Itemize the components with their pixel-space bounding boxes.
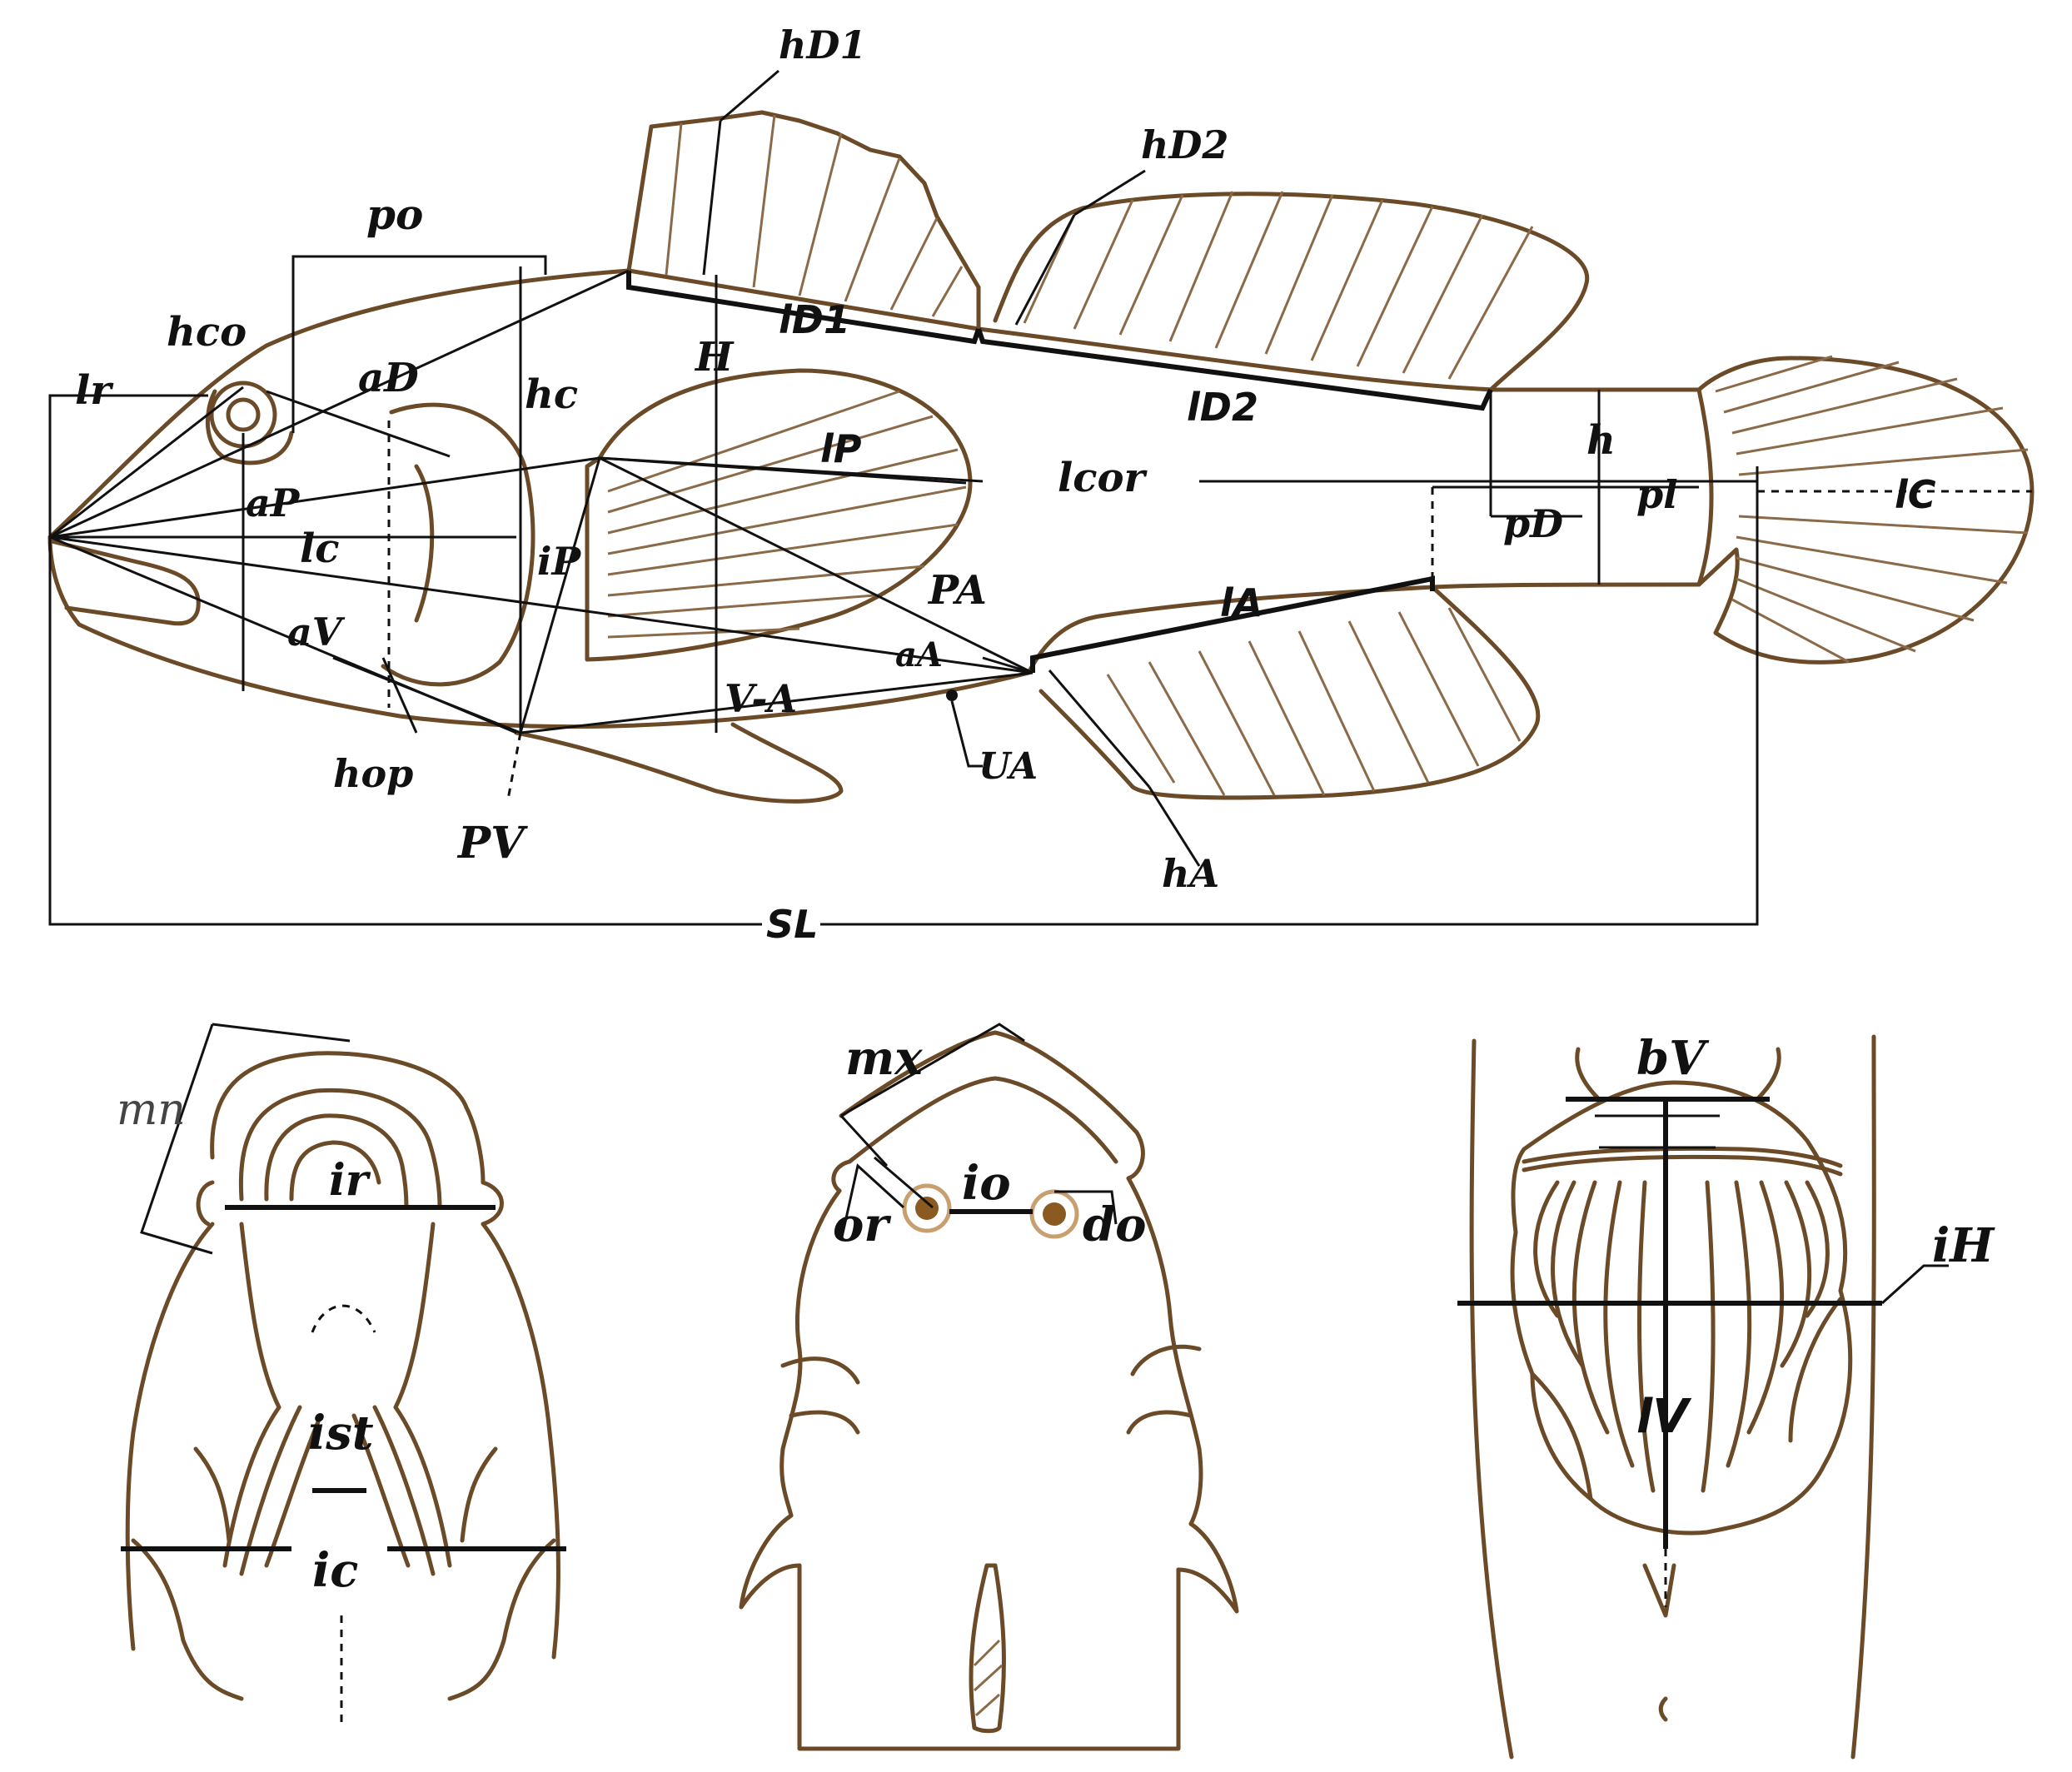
second-dorsal-fin: [993, 191, 1590, 392]
label-PV: PV: [456, 818, 528, 869]
label-lP: lP: [820, 426, 862, 471]
label-lr: lr: [75, 367, 114, 414]
dorsal-head-view: mx io or do: [739, 1023, 1239, 1751]
label-do: do: [1083, 1197, 1147, 1252]
label-aP: aP: [246, 480, 301, 525]
label-aV: aV: [287, 610, 346, 655]
pectoral-fin: [585, 368, 973, 662]
label-ir: ir: [329, 1155, 371, 1206]
right-pupil: [1043, 1202, 1066, 1226]
label-lD1: lD1: [779, 297, 850, 342]
left-eye-icon: [902, 1183, 952, 1233]
label-lc: lc: [300, 525, 339, 572]
label-hc: hc: [525, 371, 578, 418]
label-hA: hA: [1162, 851, 1219, 896]
label-iP: iP: [537, 539, 581, 584]
label-mn: mn: [117, 1085, 186, 1135]
anal-fin: [1026, 585, 1541, 800]
label-UA: UA: [979, 745, 1038, 788]
label-bV: bV: [1636, 1031, 1710, 1086]
label-pD: pD: [1503, 501, 1563, 546]
label-hop: hop: [333, 751, 413, 796]
caudal-fin: [1696, 355, 2035, 664]
label-V-A: V-A: [725, 676, 797, 721]
label-hD2: hD2: [1141, 122, 1228, 167]
label-ic: ic: [312, 1543, 358, 1598]
label-lV: lV: [1636, 1390, 1692, 1444]
lateral-labels: hD1 hD2 po hco lr aD hc H lD1 lD2 h lP l…: [75, 22, 1936, 947]
label-pl: pl: [1636, 472, 1678, 517]
label-lA: lA: [1220, 580, 1263, 625]
label-lC: lC: [1895, 472, 1936, 517]
label-aD: aD: [358, 355, 419, 401]
label-or: or: [833, 1197, 891, 1252]
pelvic-disc-view: bV iH lV: [1457, 1031, 1995, 1760]
ventral-head-view: mn ir ist ic: [117, 1023, 566, 1724]
pelvic-fin: [514, 722, 844, 804]
label-io: io: [962, 1156, 1011, 1211]
label-H: H: [694, 334, 735, 381]
body-outline: [47, 268, 1714, 729]
first-dorsal-fin: [626, 110, 981, 331]
SL-label-gap: [762, 903, 820, 945]
measurement-lines: [48, 69, 2032, 926]
label-lcor: lcor: [1058, 455, 1148, 501]
label-hD1: hD1: [779, 22, 866, 67]
left-pupil: [915, 1197, 939, 1220]
label-hco: hco: [167, 309, 247, 356]
label-ist: ist: [308, 1406, 374, 1461]
anal-papilla-icon: [946, 689, 958, 701]
label-mx: mx: [845, 1031, 923, 1086]
operculum: [381, 402, 535, 687]
label-PA: PA: [927, 567, 987, 614]
label-lD2: lD2: [1187, 385, 1258, 430]
label-SL: SL: [766, 902, 818, 947]
label-iH: iH: [1932, 1218, 1995, 1273]
label-h: h: [1586, 417, 1616, 464]
label-po: po: [366, 190, 423, 239]
label-aA: aA: [895, 635, 943, 674]
lateral-view: hD1 hD2 po hco lr aD hc H lD1 lD2 h lP l…: [47, 22, 2035, 947]
